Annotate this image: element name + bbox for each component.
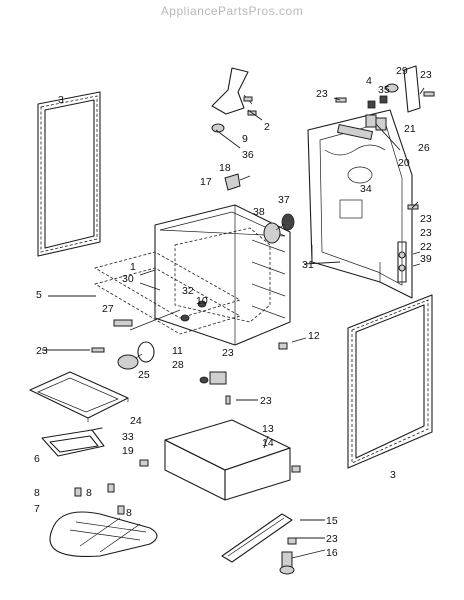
- callout-16: 16: [326, 547, 338, 559]
- callout-5: 5: [36, 289, 42, 301]
- callout-23-top: 23: [316, 88, 328, 100]
- callout-13: 13: [262, 423, 274, 435]
- callout-30: 30: [122, 273, 134, 285]
- oven-cavity: [154, 204, 291, 346]
- callout-7: 7: [34, 503, 40, 515]
- leveling-leg: [279, 551, 295, 575]
- callout-22: 22: [420, 241, 432, 253]
- left-frame-gasket: [37, 91, 101, 257]
- terminal-block-group: [336, 65, 421, 141]
- side-bracket: [397, 241, 407, 283]
- callout-25: 25: [138, 369, 150, 381]
- callout-8-a: 8: [34, 487, 40, 499]
- callout-33: 33: [122, 431, 134, 443]
- callout-11: 11: [172, 345, 183, 357]
- callout-39: 39: [420, 253, 432, 265]
- callout-3-right: 3: [390, 469, 396, 481]
- storage-drawer: [164, 419, 301, 501]
- callout-8-c: 8: [126, 507, 132, 519]
- callout-37: 37: [278, 194, 290, 206]
- callout-17: 17: [200, 176, 212, 188]
- callout-23-lower: 23: [260, 395, 272, 407]
- right-frame-gasket: [347, 294, 433, 469]
- watermark: AppliancePartsPros.com: [160, 4, 304, 18]
- callout-27: 27: [102, 303, 114, 315]
- slide-rail: [221, 513, 293, 563]
- callout-9: 9: [242, 133, 248, 145]
- fan-assembly: [263, 213, 295, 244]
- callout-32: 32: [182, 285, 194, 297]
- plug-part: [139, 459, 149, 467]
- clip-part: [224, 173, 251, 191]
- broil-element: [49, 511, 158, 558]
- callout-6: 6: [34, 453, 40, 465]
- callout-labels: 3 2 9 36 18 17 37 38 29 23 4 35 23 21 26…: [34, 65, 432, 559]
- callout-19: 19: [122, 445, 134, 457]
- callout-23-left: 23: [36, 345, 48, 357]
- callout-18: 18: [219, 162, 231, 174]
- callout-24: 24: [130, 415, 142, 427]
- callout-23-right-2: 23: [420, 227, 432, 239]
- callout-35: 35: [378, 84, 390, 96]
- callout-20: 20: [398, 157, 410, 169]
- callout-4: 4: [366, 75, 372, 87]
- callout-12: 12: [308, 330, 320, 342]
- callout-31: 31: [302, 259, 314, 271]
- callout-8-b: 8: [86, 487, 92, 499]
- callout-23-mid: 23: [222, 347, 234, 359]
- callout-14: 14: [262, 437, 274, 449]
- callout-23-right: 23: [420, 213, 432, 225]
- callout-29: 29: [396, 65, 408, 77]
- callout-15: 15: [326, 515, 338, 527]
- leader-lines: [42, 87, 425, 559]
- element-screws: [74, 483, 125, 515]
- callout-2: 2: [264, 121, 270, 133]
- front-trim-panel: [93, 251, 242, 335]
- rear-panel: [307, 109, 413, 299]
- callout-34: 34: [360, 183, 372, 195]
- callout-38: 38: [253, 206, 265, 218]
- callout-36: 36: [242, 149, 254, 161]
- callout-21: 21: [404, 123, 416, 135]
- callout-1: 1: [130, 261, 136, 273]
- callout-28: 28: [172, 359, 184, 371]
- callout-10: 10: [196, 295, 208, 307]
- callout-3-left: 3: [58, 94, 64, 106]
- bake-element: [41, 427, 105, 457]
- screw-parts-top: [243, 96, 257, 116]
- callout-23-bottom: 23: [326, 533, 338, 545]
- callout-26: 26: [418, 142, 430, 154]
- valve-assembly: [113, 300, 207, 370]
- broil-pan: [29, 371, 129, 422]
- callout-23-top-right: 23: [420, 69, 432, 81]
- switch-part: [199, 371, 227, 385]
